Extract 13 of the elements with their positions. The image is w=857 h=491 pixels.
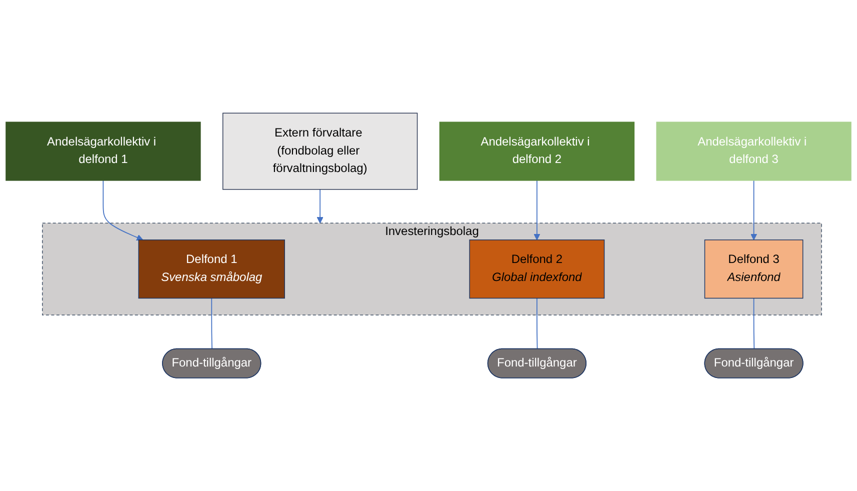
arrow [102,180,144,241]
node-box: Delfond 1 Svenska småbolag [138,240,285,299]
node-box: Andelsägarkollektiv i delfond 1 [6,122,201,181]
node-box: Andelsägarkollektiv i delfond 3 [656,122,852,181]
arrow [534,180,540,240]
node-box: Delfond 2 Global indexfond [469,240,605,299]
connector [211,298,212,350]
arrow [750,180,758,240]
node-box: Andelsägarkollektiv i delfond 2 [439,122,635,181]
arrow [316,188,324,224]
connector [536,298,538,350]
node-box: Extern förvaltare (fondbolag eller förvaltningsbolag) [222,112,418,190]
connector [753,298,755,350]
